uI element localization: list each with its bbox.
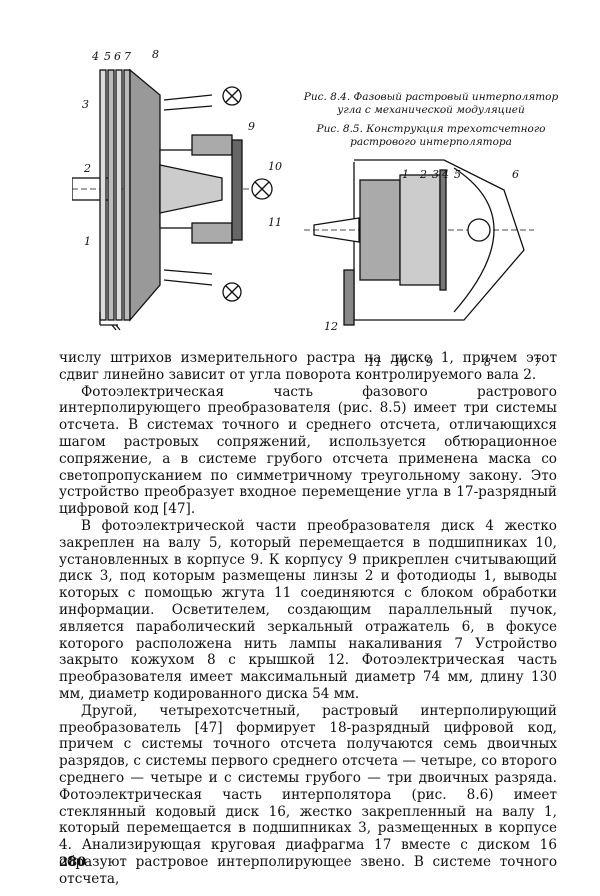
- paragraph: Другой, четырехотсчетный, растровый инте…: [59, 702, 557, 887]
- fig85-label: 8: [484, 356, 491, 369]
- fig85-label: 3: [432, 168, 439, 181]
- body-text: числу штрихов измерительного растра на д…: [59, 350, 557, 888]
- fig85-label: 7: [534, 356, 541, 369]
- figure-captions: Рис. 8.4. Фазовый растровый интерполятор…: [298, 91, 564, 155]
- paragraph: В фотоэлектрической части преобразовател…: [59, 517, 557, 702]
- fig84-label: 9: [248, 120, 255, 133]
- paragraph: Фотоэлектрическая часть фазового растров…: [59, 383, 557, 518]
- fig84-label: 6: [114, 50, 121, 63]
- fig85-label: 2: [419, 168, 427, 181]
- fig85-label: 1: [402, 168, 409, 181]
- fig84-label: 11: [268, 216, 282, 229]
- figure-8-5-drawing: 1 2 3 4 5 6 12 11 10 9 8 7: [304, 159, 541, 369]
- fig85-label: 11: [368, 356, 382, 369]
- caption-fig-8-5: Рис. 8.5. Конструкция трехотсчетного рас…: [316, 123, 546, 148]
- fig84-label: 8: [152, 48, 159, 61]
- figures-area: 4 5 6 7 8 3 9 2 10 11 1 Рис. 8.4. Фазовы…: [0, 40, 600, 369]
- fig84-label: 3: [82, 98, 89, 111]
- fig85-label: 5: [454, 168, 461, 181]
- fig85-label: 10: [394, 356, 408, 369]
- caption-fig-8-4: Рис. 8.4. Фазовый растровый интерполятор…: [303, 91, 559, 116]
- fig84-label: 4: [91, 50, 99, 63]
- fig84-label: 7: [124, 50, 131, 63]
- fig84-label: 2: [83, 162, 91, 175]
- fig85-label: 6: [512, 168, 519, 181]
- paragraph: числу штрихов измерительного растра на д…: [59, 350, 557, 383]
- figure-8-4-drawing: 4 5 6 7 8 3 9 2 10 11 1: [72, 48, 282, 331]
- fig85-label: 12: [324, 320, 338, 333]
- fig84-label: 1: [84, 235, 91, 248]
- fig85-label: 4: [441, 168, 449, 181]
- fig84-label: 10: [268, 160, 282, 173]
- fig85-label: 9: [426, 356, 433, 369]
- page-number: 280: [59, 855, 87, 870]
- fig84-label: 5: [104, 50, 111, 63]
